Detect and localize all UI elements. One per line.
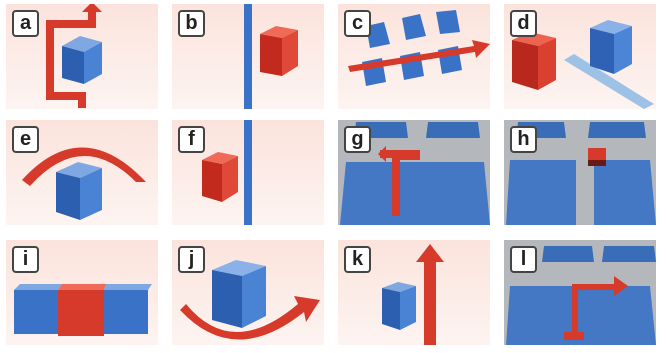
panel-label: i bbox=[12, 246, 39, 273]
panel-j: j bbox=[172, 240, 324, 345]
panel-label: k bbox=[344, 246, 371, 273]
panel-label: g bbox=[344, 126, 371, 153]
panel-label: e bbox=[12, 126, 39, 153]
panel-i: i bbox=[6, 240, 158, 345]
panel-label: f bbox=[178, 126, 205, 153]
panel-h: h bbox=[504, 120, 656, 225]
panel-label: d bbox=[510, 10, 537, 37]
panel-label: c bbox=[344, 10, 371, 37]
panel-label: j bbox=[178, 246, 205, 273]
panel-label: l bbox=[510, 246, 537, 273]
panel-c: c bbox=[338, 4, 490, 109]
panel-label: a bbox=[12, 10, 39, 37]
panel-b: b bbox=[172, 4, 324, 109]
panel-k: k bbox=[338, 240, 490, 345]
panel-l: l bbox=[504, 240, 656, 345]
panel-label: b bbox=[178, 10, 205, 37]
panel-e: e bbox=[6, 120, 158, 225]
panel-label: h bbox=[510, 126, 537, 153]
panel-a: a bbox=[6, 4, 158, 109]
panel-d: d bbox=[504, 4, 656, 109]
panel-f: f bbox=[172, 120, 324, 225]
panel-g: g bbox=[338, 120, 490, 225]
